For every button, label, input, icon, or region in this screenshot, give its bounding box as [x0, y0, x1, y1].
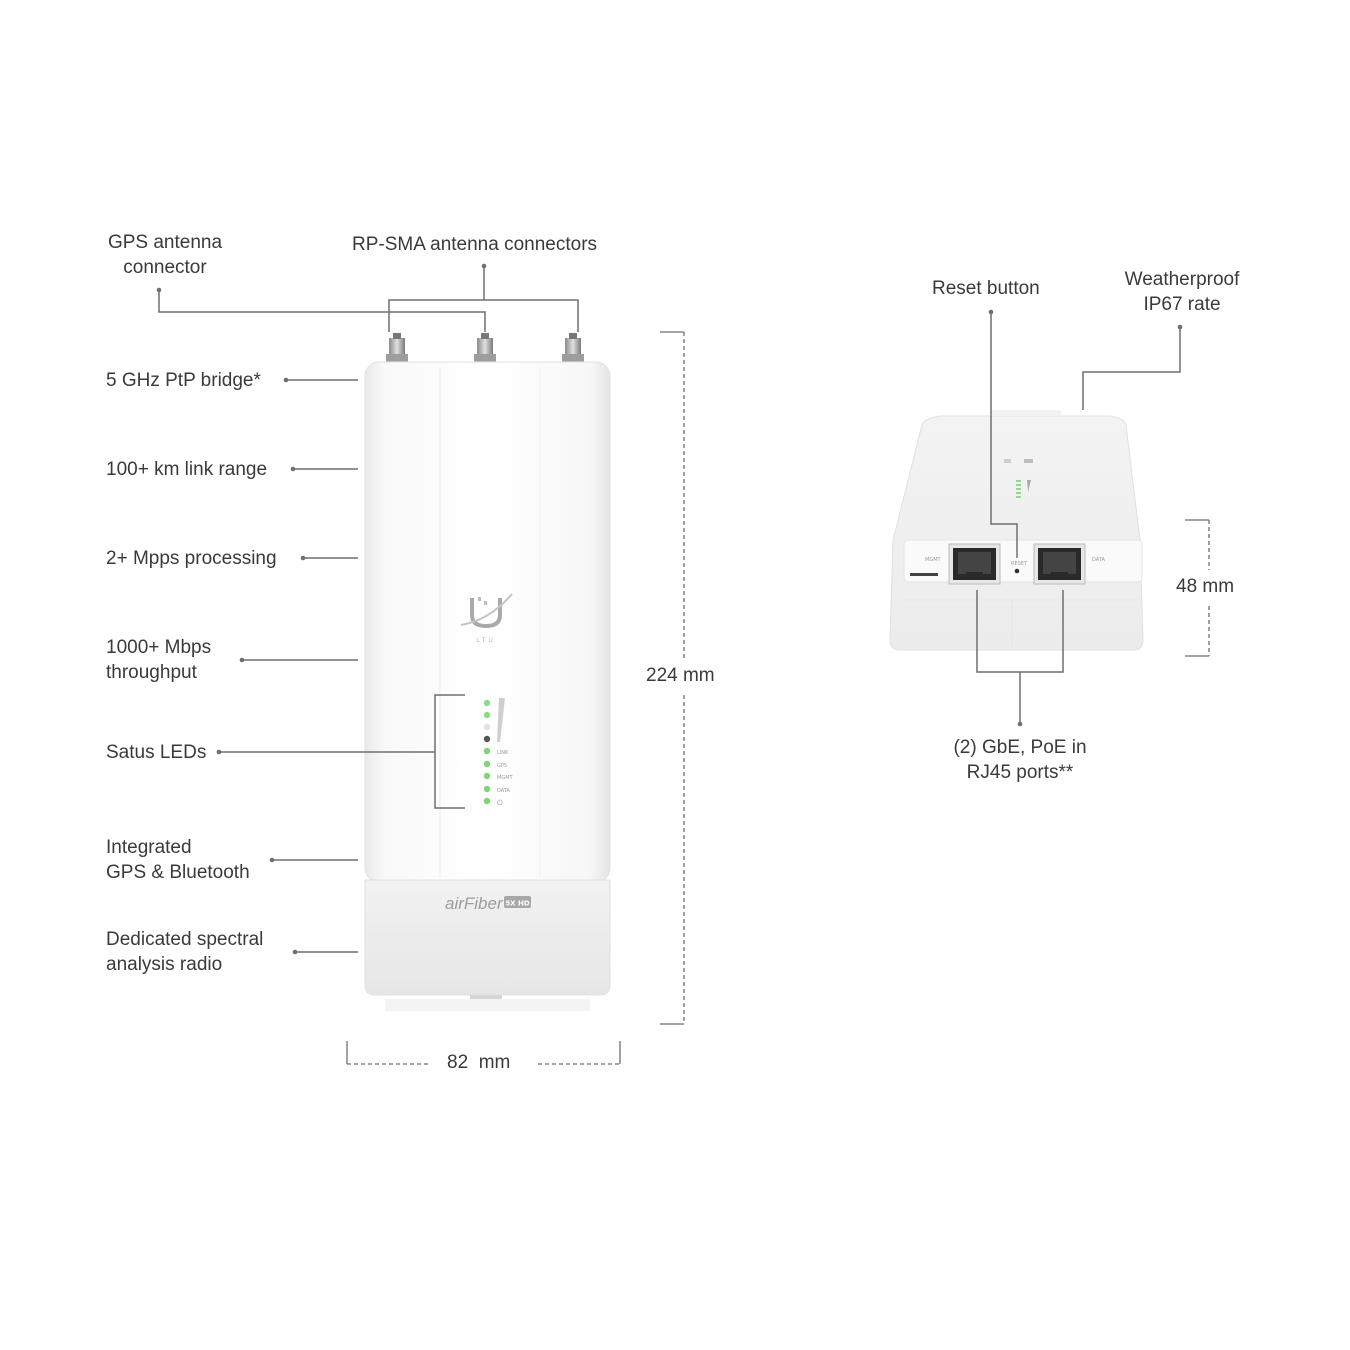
width-dimension-line	[346, 1041, 621, 1065]
led-label: MGMT	[497, 775, 514, 781]
spectral-label: Dedicated spectral analysis radio	[106, 929, 264, 975]
bottom-height-dimension-text: 48 mm	[1176, 576, 1235, 597]
rp-sma-label: RP-SMA antenna connectors	[352, 234, 598, 255]
leader-dots	[156, 263, 487, 955]
gps-connector-icon	[474, 333, 496, 362]
device-base	[364, 879, 611, 996]
width-dimension-text: 82 mm	[447, 1052, 511, 1073]
led-label: LINK	[497, 750, 509, 756]
led-indicator	[483, 747, 491, 755]
led-indicator	[483, 785, 491, 793]
led-indicator	[483, 772, 491, 780]
model-badge-text: 5X HD	[505, 900, 530, 908]
gps-bluetooth-label: Integrated GPS & Bluetooth	[106, 837, 250, 883]
data-port-label: DATA	[1092, 557, 1105, 563]
reset-label: RESET	[1011, 561, 1028, 567]
led-indicator	[483, 760, 491, 768]
ports-label: (2) GbE, PoE in RJ45 ports**	[953, 737, 1087, 783]
data-port-icon	[1033, 543, 1086, 585]
led-label: DATA	[497, 788, 510, 794]
weatherproof-label: Weatherproof IP67 rate	[1124, 269, 1240, 315]
led-indicator	[483, 699, 491, 707]
bottom-height-dimension-line	[1185, 519, 1210, 657]
front-leader-lines	[158, 268, 579, 953]
mgmt-port-icon	[948, 543, 1001, 585]
processing-label: 2+ Mpps processing	[106, 548, 277, 569]
led-indicator	[483, 797, 491, 805]
brand-sub-text: LTU	[476, 637, 496, 644]
slot-icon	[910, 573, 938, 576]
gps-connector-label: GPS antenna connector	[107, 232, 223, 278]
rp-sma-connector-icon	[562, 333, 584, 362]
airfiber-logo-text: airFiber	[445, 894, 504, 913]
led-indicator	[483, 723, 491, 731]
status-led-panel: LINK GPS MGMT DATA ⏻	[483, 698, 514, 807]
bottom-leader-lines	[976, 312, 1181, 722]
ubiquiti-logo-icon	[460, 593, 513, 629]
rp-sma-connector-icon	[386, 333, 408, 362]
mgmt-port-label: MGMT	[925, 557, 942, 563]
link-range-label: 100+ km link range	[106, 459, 268, 480]
throughput-label: 1000+ Mbps throughput	[106, 637, 212, 683]
led-indicator	[483, 735, 491, 743]
height-dimension-text: 224 mm	[646, 665, 715, 686]
power-icon: ⏻	[497, 799, 503, 807]
model-badge	[504, 896, 531, 908]
front-device: LTU LINK GPS MGMT DATA ⏻ airFiber 5X HD	[364, 333, 611, 1011]
led-indicator	[483, 711, 491, 719]
led-label: GPS	[497, 763, 507, 769]
ptp-bridge-label: 5 GHz PtP bridge*	[106, 370, 261, 391]
height-dimension-line	[660, 331, 685, 1025]
reset-button-icon[interactable]	[1014, 568, 1020, 574]
signal-strength-icon	[497, 698, 505, 742]
status-leds-label: Satus LEDs	[106, 742, 207, 763]
reset-button-label: Reset button	[932, 278, 1040, 299]
